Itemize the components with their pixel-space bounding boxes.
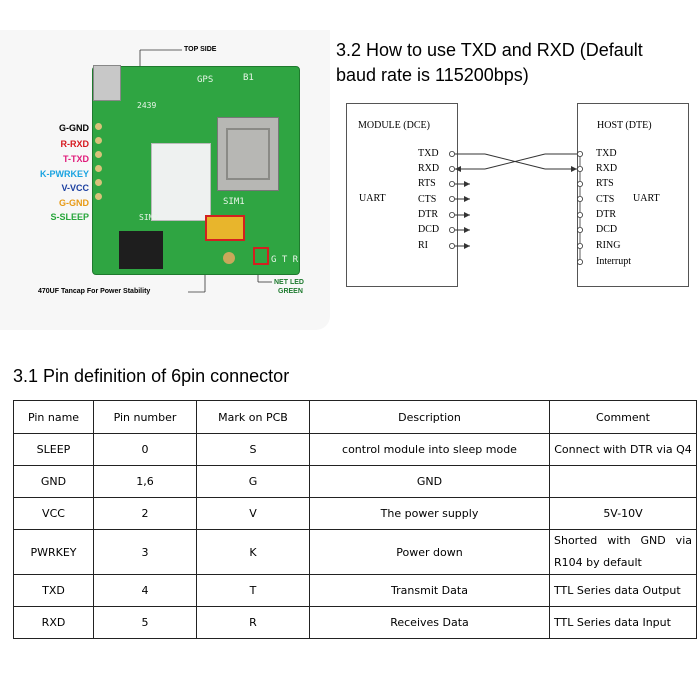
table-row: RXD 5 R Receives Data TTL Series data In… (13, 606, 697, 639)
cell-mark: G (196, 465, 310, 498)
host-signal-ring: RING (596, 240, 621, 251)
table-row: GND 1,6 G GND (13, 465, 697, 498)
header-mark-on-pcb: Mark on PCB (196, 400, 310, 434)
net-led-callout-line1: NET LED (274, 279, 304, 286)
module-title: MODULE (DCE) (358, 120, 430, 131)
module-uart-label: UART (359, 193, 386, 204)
module-signal-rxd: RXD (418, 163, 440, 174)
cell-pin-number: 3 (93, 529, 197, 575)
net-led (253, 247, 269, 265)
header-comment: Comment (549, 400, 697, 434)
cell-comment (549, 465, 697, 498)
section-32-heading-line1: 3.2 How to use TXD and RXD (Default (336, 40, 643, 60)
pin-label-sleep: S-SLEEP (50, 212, 89, 222)
cell-description: The power supply (309, 497, 550, 530)
cell-mark: T (196, 574, 310, 607)
cell-description: Transmit Data (309, 574, 550, 607)
cell-pin-name: VCC (13, 497, 94, 530)
usb-port (93, 65, 121, 101)
tancap-callout: 470UF Tancap For Power Stability (38, 288, 151, 295)
antenna-pad (223, 252, 235, 264)
module-signal-txd: TXD (418, 148, 439, 159)
header-pin-number: Pin number (93, 400, 197, 434)
cell-description: Receives Data (309, 606, 550, 639)
cell-pin-name: RXD (13, 606, 94, 639)
cell-description: GND (309, 465, 550, 498)
cell-mark: S (196, 433, 310, 466)
section-32-heading-line2: baud rate is 115200bps) (336, 65, 529, 85)
module-signal-ri: RI (418, 240, 428, 251)
module-signal-dtr: DTR (418, 209, 438, 220)
gsm-module (151, 143, 211, 221)
module-signal-rts: RTS (418, 178, 436, 189)
header-pin-name: Pin name (13, 400, 94, 434)
cell-mark: R (196, 606, 310, 639)
board-number-text: 2439 (137, 101, 157, 110)
net-led-callout-line2: GREEN (278, 288, 303, 295)
pin-label-pwrkey: K-PWRKEY (40, 169, 89, 179)
pcb-board: GPS B1 2439 SIM1 SIM2 G T R (92, 65, 300, 275)
table-row: VCC 2 V The power supply 5V-10V (13, 497, 697, 530)
host-signal-dcd: DCD (596, 224, 618, 235)
uart-wiring (448, 150, 584, 265)
header-description: Description (309, 400, 550, 434)
host-signal-rts: RTS (596, 178, 614, 189)
host-uart-label: UART (633, 193, 660, 204)
cell-pin-number: 5 (93, 606, 197, 639)
board-sim1-text: SIM1 (223, 197, 245, 207)
host-signal-interrupt: Interrupt (596, 256, 631, 267)
cell-comment: Connect with DTR via Q4 (549, 433, 697, 466)
cell-comment: Shorted with GND via R104 by default (549, 529, 697, 575)
cell-pin-number: 2 (93, 497, 197, 530)
host-dte-box (577, 103, 689, 287)
cell-description: Power down (309, 529, 550, 575)
table-header-row: Pin name Pin number Mark on PCB Descript… (13, 400, 697, 434)
board-b1-text: B1 (243, 73, 254, 83)
host-signal-dtr: DTR (596, 209, 616, 220)
cell-mark: K (196, 529, 310, 575)
board-gps-text: GPS (197, 75, 214, 85)
top-side-label: TOP SIDE (184, 46, 217, 53)
cell-comment: TTL Series data Output (549, 574, 697, 607)
cell-pin-name: GND (13, 465, 94, 498)
cell-comment: TTL Series data Input (549, 606, 697, 639)
cell-description: control module into sleep mode (309, 433, 550, 466)
pin-label-vcc: V-VCC (61, 183, 89, 193)
pin-label-gnd-bottom: G-GND (59, 198, 89, 208)
pin-label-rxd: R-RXD (60, 139, 90, 149)
sim-holder (217, 117, 279, 191)
cell-pin-number: 1,6 (93, 465, 197, 498)
section-31-heading: 3.1 Pin definition of 6pin connector (13, 366, 290, 386)
table-row: TXD 4 T Transmit Data TTL Series data Ou… (13, 574, 697, 607)
host-signal-cts: CTS (596, 194, 615, 205)
board-gtr-text: G T R (271, 255, 299, 265)
module-dce-box (346, 103, 458, 287)
host-title: HOST (DTE) (597, 120, 652, 131)
cell-pin-name: TXD (13, 574, 94, 607)
board-sim2-text: SIM2 (139, 213, 159, 222)
cell-pin-number: 0 (93, 433, 197, 466)
pin-label-txd: T-TXD (63, 154, 89, 164)
module-signal-dcd: DCD (418, 224, 440, 235)
host-signal-txd: TXD (596, 148, 617, 159)
module-signal-cts: CTS (418, 194, 437, 205)
cell-pin-name: SLEEP (13, 433, 94, 466)
host-signal-rxd: RXD (596, 163, 618, 174)
cell-pin-number: 4 (93, 574, 197, 607)
pin-definition-table: Pin name Pin number Mark on PCB Descript… (13, 400, 697, 639)
cell-mark: V (196, 497, 310, 530)
pin-header (95, 123, 102, 218)
pin-label-gnd-top: G-GND (59, 123, 89, 133)
table-row: PWRKEY 3 K Power down Shorted with GND v… (13, 529, 697, 575)
tancap (205, 215, 245, 241)
table-row: SLEEP 0 S control module into sleep mode… (13, 433, 697, 466)
voltage-regulator (119, 231, 163, 269)
cell-pin-name: PWRKEY (13, 529, 94, 575)
cell-comment: 5V-10V (549, 497, 697, 530)
